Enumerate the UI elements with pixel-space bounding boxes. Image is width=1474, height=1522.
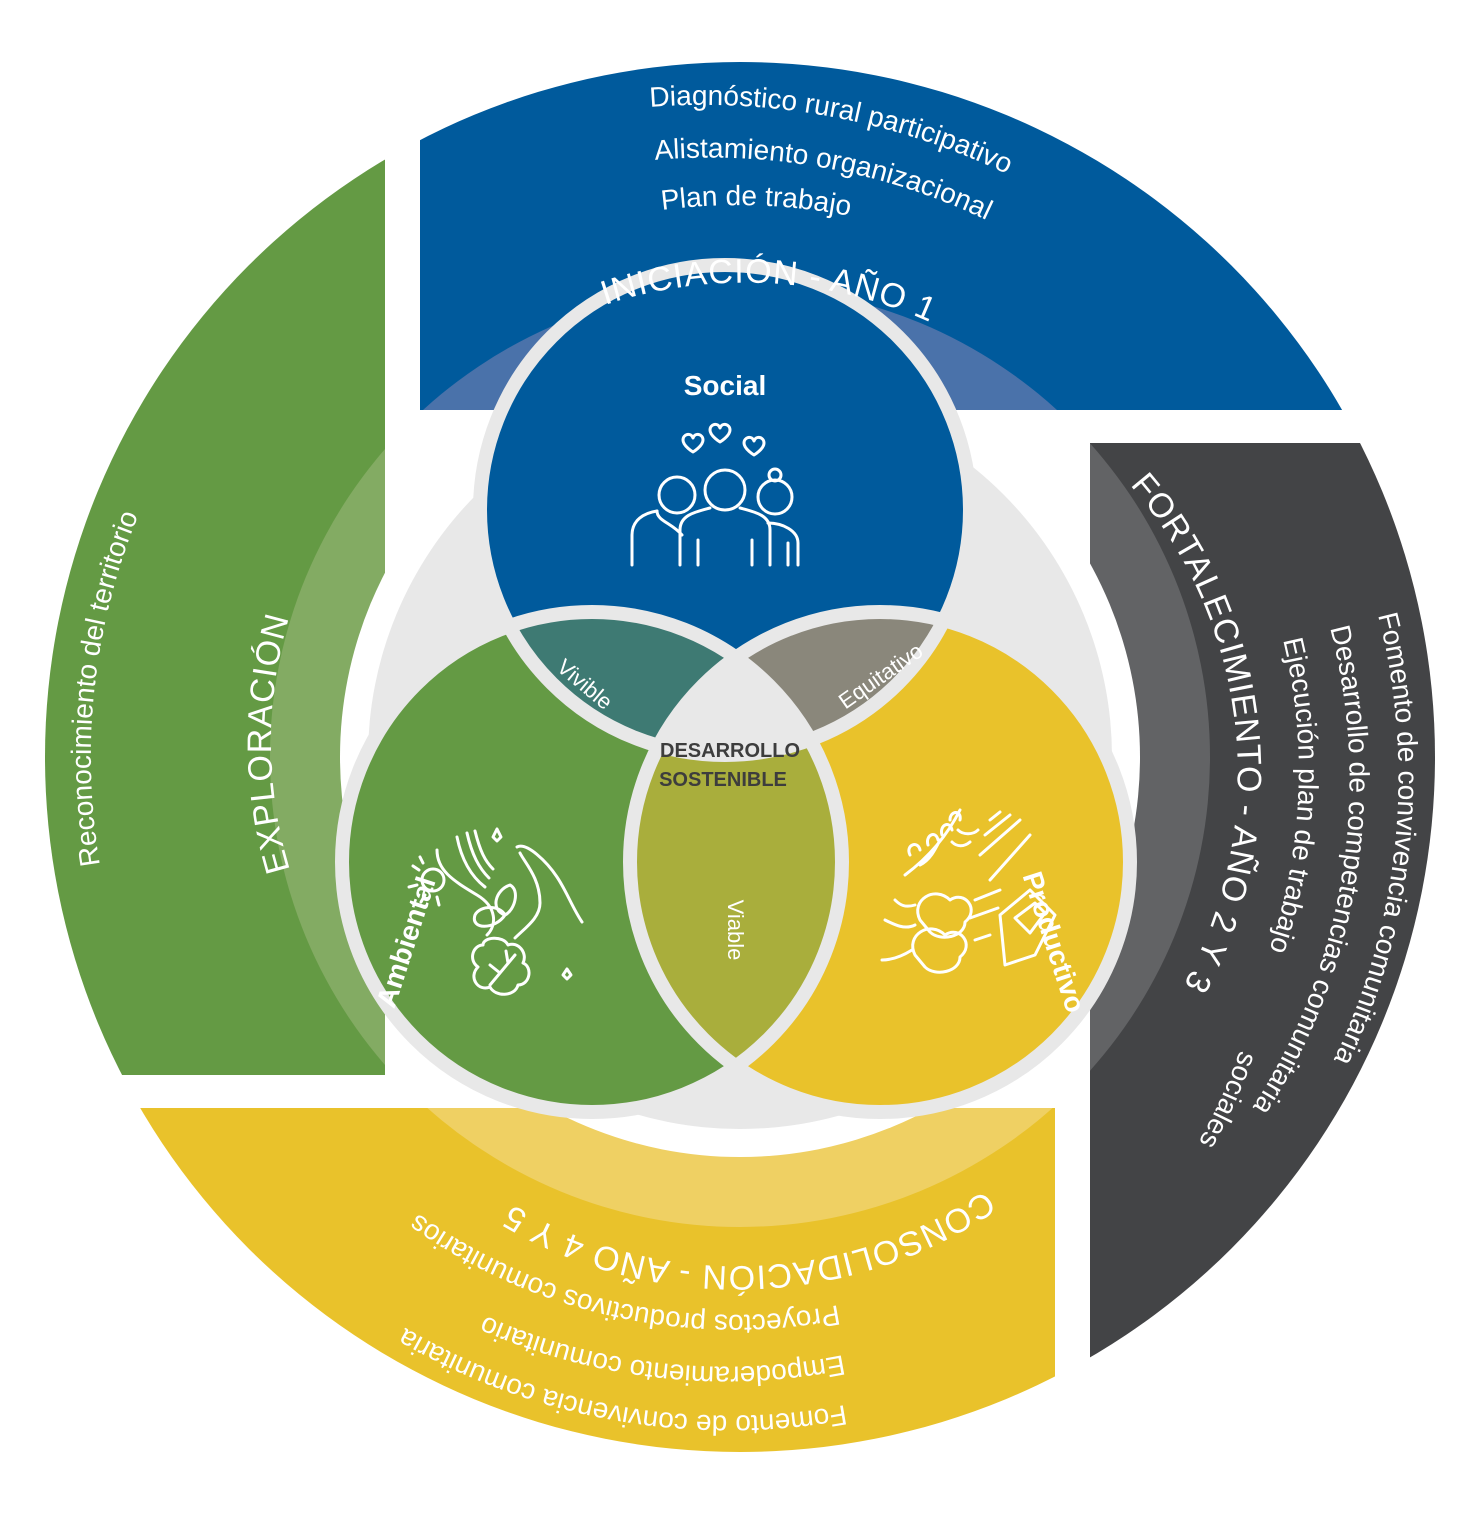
phase-iniciacion-outer	[420, 62, 1435, 410]
people-hearts-icon	[630, 422, 800, 567]
lens-label-viable: Viable	[723, 900, 748, 961]
center-label-line1: DESARROLLO	[660, 740, 800, 762]
phase-iniciacion[interactable]	[40, 57, 1440, 1457]
venn-outline-social	[473, 258, 977, 762]
venn-outline-ambiental	[335, 605, 849, 1119]
intersection-center[interactable]	[630, 612, 1130, 1112]
venn-label-social: Social	[684, 370, 766, 401]
phase-ring	[40, 57, 1440, 1457]
hand-plant-icon	[407, 827, 584, 996]
farm-harvest-icon	[880, 808, 1057, 974]
venn-diagram	[335, 258, 1137, 1119]
venn-outline-productivo	[623, 605, 1137, 1119]
center-label-line2: SOSTENIBLE	[659, 769, 787, 791]
